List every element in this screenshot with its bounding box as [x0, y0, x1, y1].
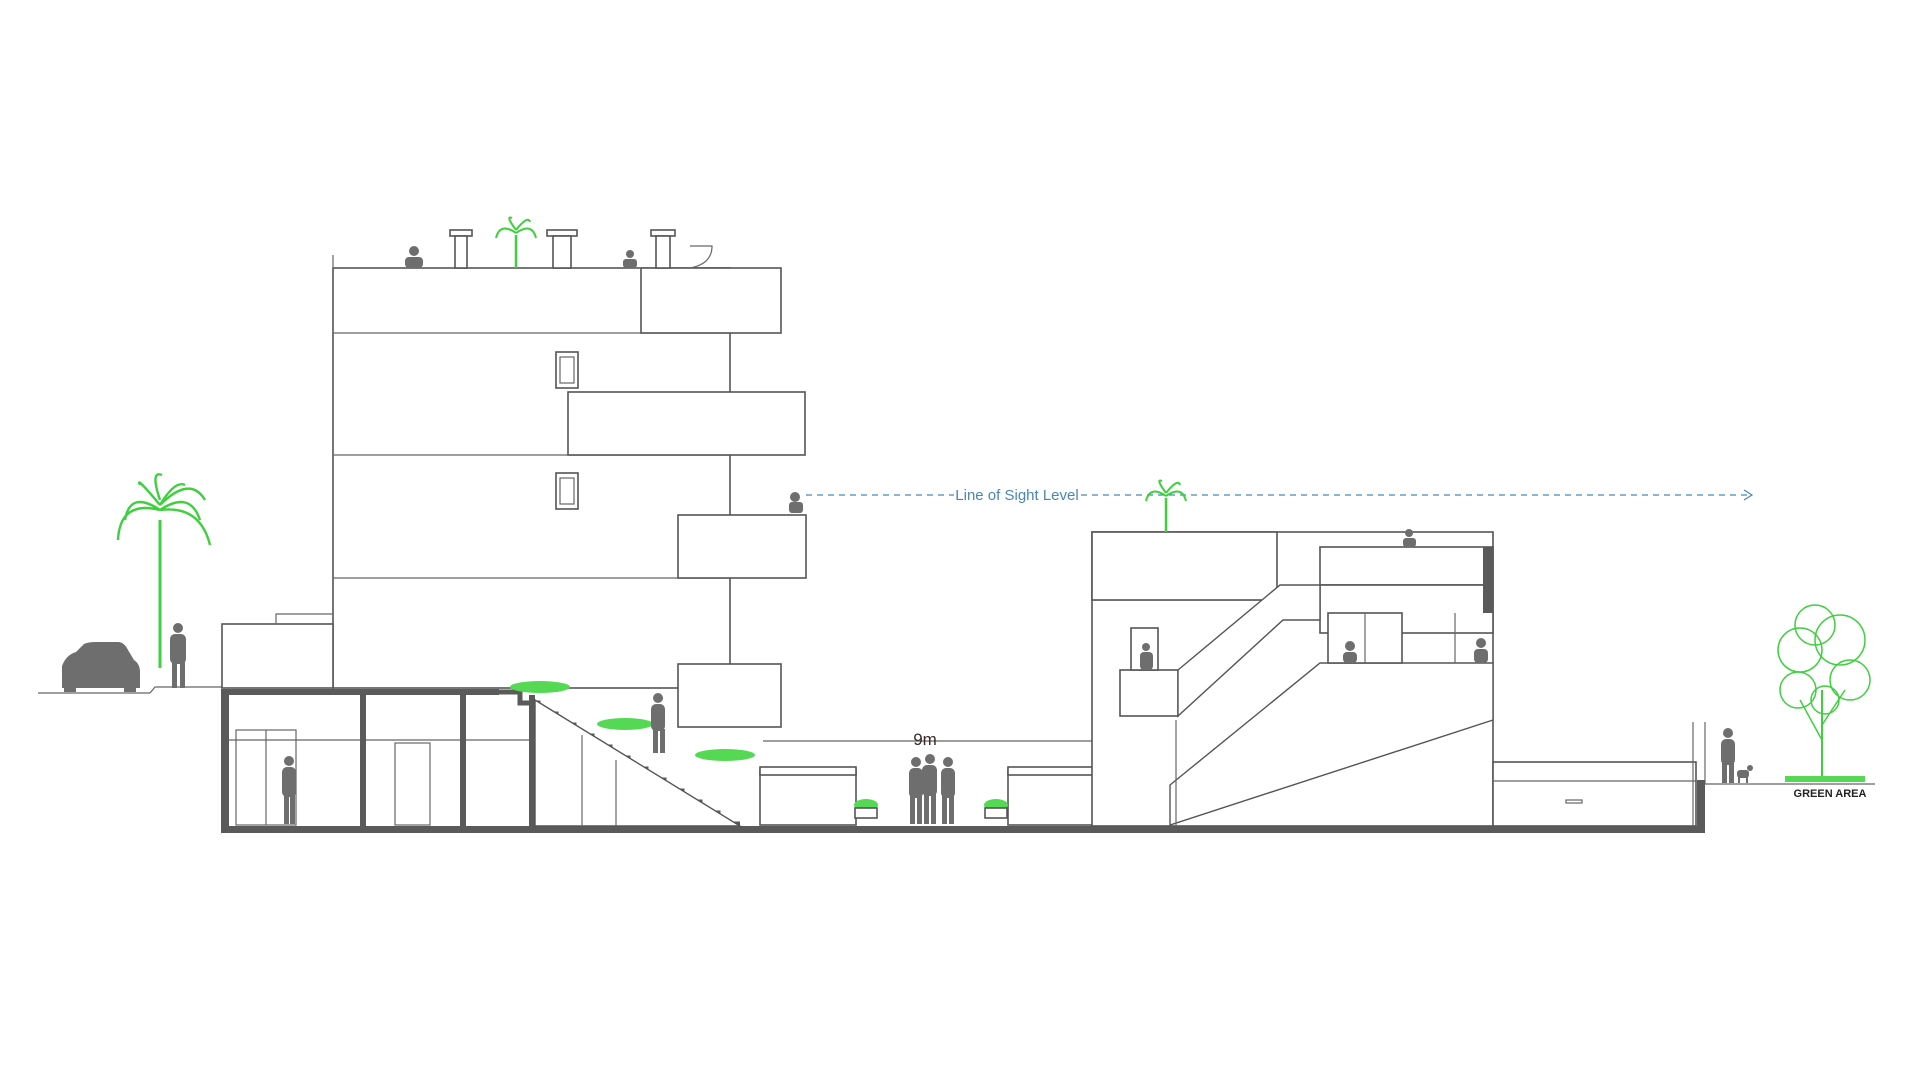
person-icon [1403, 529, 1416, 547]
plant-icon [984, 799, 1008, 819]
person-icon [282, 756, 296, 824]
person-icon [405, 246, 423, 268]
person-icon [909, 757, 923, 824]
palm-tree-icon [1145, 479, 1187, 532]
person-icon [170, 623, 186, 688]
car-icon [62, 642, 140, 692]
tall-building [332, 229, 807, 728]
person-icon [1474, 638, 1488, 663]
ground-lines [38, 686, 1875, 785]
tree-icon: GREEN AREA [1777, 604, 1871, 800]
distance-label: 9m [913, 730, 937, 749]
person-icon [1343, 641, 1357, 663]
plant-icon [854, 799, 878, 819]
person-icon [1140, 643, 1153, 670]
low-building [1091, 531, 1494, 827]
person-icon [1721, 728, 1735, 783]
person-icon [789, 492, 803, 513]
green-area-label: GREEN AREA [1794, 788, 1867, 800]
basement-level [221, 689, 1705, 833]
palm-tree-icon [116, 473, 212, 668]
line-of-sight-label: Line of Sight Level [955, 487, 1078, 504]
entry-block [221, 613, 334, 689]
person-icon [651, 693, 665, 753]
person-icon [941, 757, 955, 824]
line-of-sight: Line of Sight Level [806, 484, 1754, 504]
person-icon [623, 250, 637, 268]
pool-area [1492, 722, 1697, 827]
descending-stair [499, 689, 743, 829]
palm-tree-icon [495, 216, 537, 268]
stair-planters [510, 681, 1008, 819]
dog-icon [1737, 765, 1753, 783]
person-icon [922, 754, 937, 824]
roof-vents [449, 229, 676, 269]
